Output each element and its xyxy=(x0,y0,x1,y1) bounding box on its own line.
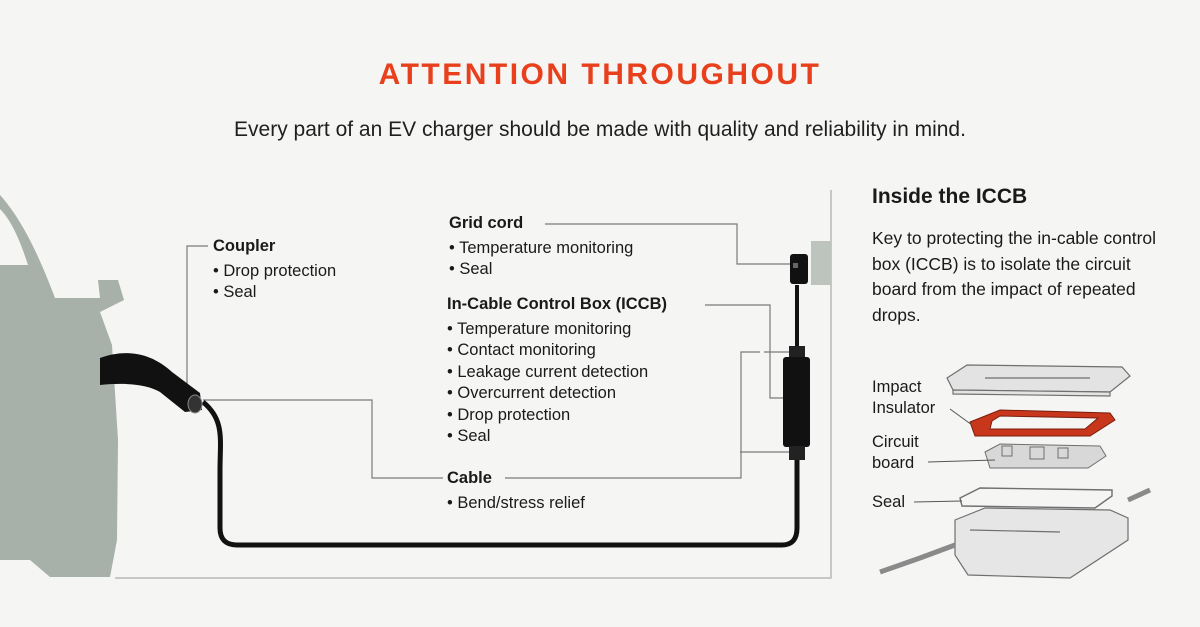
iccb-exploded-view xyxy=(879,364,1152,579)
impact-insulator-part xyxy=(969,409,1116,437)
cable-heading: Cable xyxy=(447,469,492,487)
list-item: Seal xyxy=(213,282,336,304)
circuit-board-label: Circuit board xyxy=(872,432,919,473)
list-item: Contact monitoring xyxy=(447,340,667,362)
coupler-heading: Coupler xyxy=(213,237,276,255)
grid-cord-heading: Grid cord xyxy=(449,214,524,232)
sidebar-body: Key to protecting the in-cable control b… xyxy=(872,228,1157,325)
list-item: Temperature monitoring xyxy=(449,238,633,260)
impact-insulator-label: Impact Insulator xyxy=(872,377,935,418)
seal-label: Seal xyxy=(872,493,906,511)
iccb-callout: In-Cable Control Box (ICCB) Temperature … xyxy=(447,294,667,448)
car-silhouette xyxy=(0,195,124,577)
list-item: Leakage current detection xyxy=(447,362,667,384)
list-item: Seal xyxy=(449,259,633,281)
charging-cable xyxy=(201,400,800,548)
part-label-line: Insulator xyxy=(872,398,936,417)
cable-callout: Cable Bend/stress relief xyxy=(447,468,585,514)
list-item: Overcurrent detection xyxy=(447,383,667,405)
wall-outline xyxy=(115,190,832,579)
part-label-line: board xyxy=(872,453,915,472)
circuit-board-part xyxy=(984,443,1107,469)
page-title: ATTENTION THROUGHOUT xyxy=(378,58,822,91)
coupler-callout: Coupler Drop protection Seal xyxy=(213,236,336,304)
iccb-top-cover xyxy=(946,364,1131,397)
iccb-box xyxy=(783,346,810,460)
part-label-line: Impact xyxy=(872,378,922,396)
list-item: Temperature monitoring xyxy=(447,319,667,341)
sidebar-title: Inside the ICCB xyxy=(872,185,1028,208)
coupler-plug xyxy=(100,353,203,414)
outlet-box xyxy=(811,241,831,285)
iccb-heading: In-Cable Control Box (ICCB) xyxy=(447,295,667,313)
list-item: Drop protection xyxy=(213,261,336,283)
grid-cord-callout: Grid cord Temperature monitoring Seal xyxy=(449,213,633,281)
seal-part xyxy=(959,487,1113,509)
part-label-line: Circuit xyxy=(872,433,919,451)
iccb-housing xyxy=(954,507,1129,579)
list-item: Seal xyxy=(447,426,667,448)
page-subtitle: Every part of an EV charger should be ma… xyxy=(234,118,966,141)
list-item: Drop protection xyxy=(447,405,667,427)
list-item: Bend/stress relief xyxy=(447,493,584,515)
grid-plug xyxy=(790,254,808,284)
